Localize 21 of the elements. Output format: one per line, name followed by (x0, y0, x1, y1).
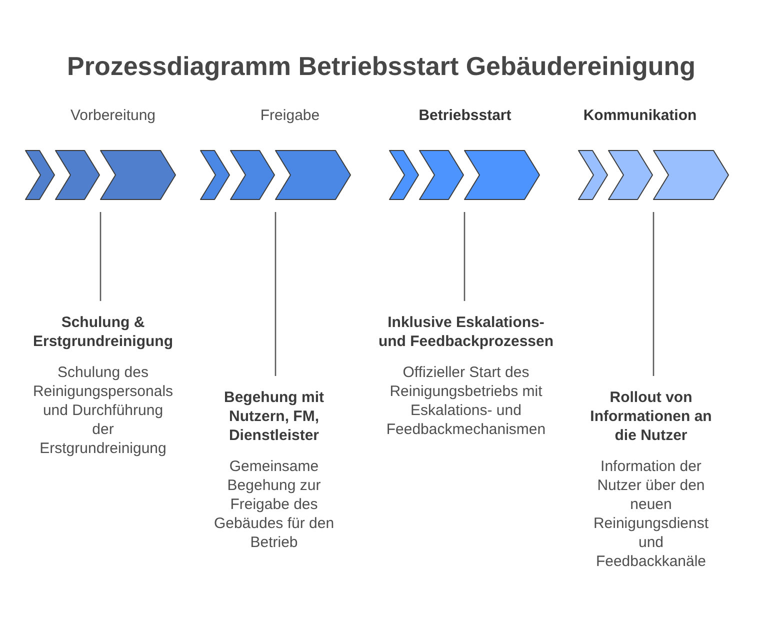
diagram-title: Prozessdiagramm Betriebsstart Gebäudereinigung (67, 50, 696, 82)
leader-line (100, 212, 102, 301)
chevron-arrows (200, 150, 351, 200)
step-description: Information der Nutzer über den neuen Reinigungsdienst und Feedbackkanäle (592, 457, 710, 571)
chevron-arrows (578, 150, 729, 200)
chevron-arrows (389, 150, 540, 200)
leader-line (464, 212, 466, 301)
step-description: Offizieller Start des Reinigungsbetriebs mit Eskalations- und Feedbackmechanismen (385, 363, 547, 439)
leader-line (652, 212, 654, 376)
chevron-arrows (25, 150, 176, 200)
step-heading: Inklusive Eskalations- und Feedbackprozessen (377, 313, 555, 351)
phase-label: Kommunikation (583, 106, 697, 126)
phase-label: Vorbereitung (70, 106, 156, 126)
step-heading: Rollout von Informationen an die Nutzer (589, 388, 713, 445)
step-heading: Begehung mit Nutzern, FM, Dienstleister (223, 388, 325, 445)
step-heading: Schulung & Erstgrundreinigung (32, 313, 174, 351)
step-description: Gemeinsame Begehung zur Freigabe des Gebäudes für den Betrieb (212, 457, 336, 552)
leader-line (274, 212, 276, 376)
phase-label: Freigabe (260, 106, 320, 126)
step-description: Schulung des Reinigungspersonals und Durchführung der Erstgrundreinigung (32, 363, 174, 458)
phase-label: Betriebsstart (418, 106, 512, 126)
